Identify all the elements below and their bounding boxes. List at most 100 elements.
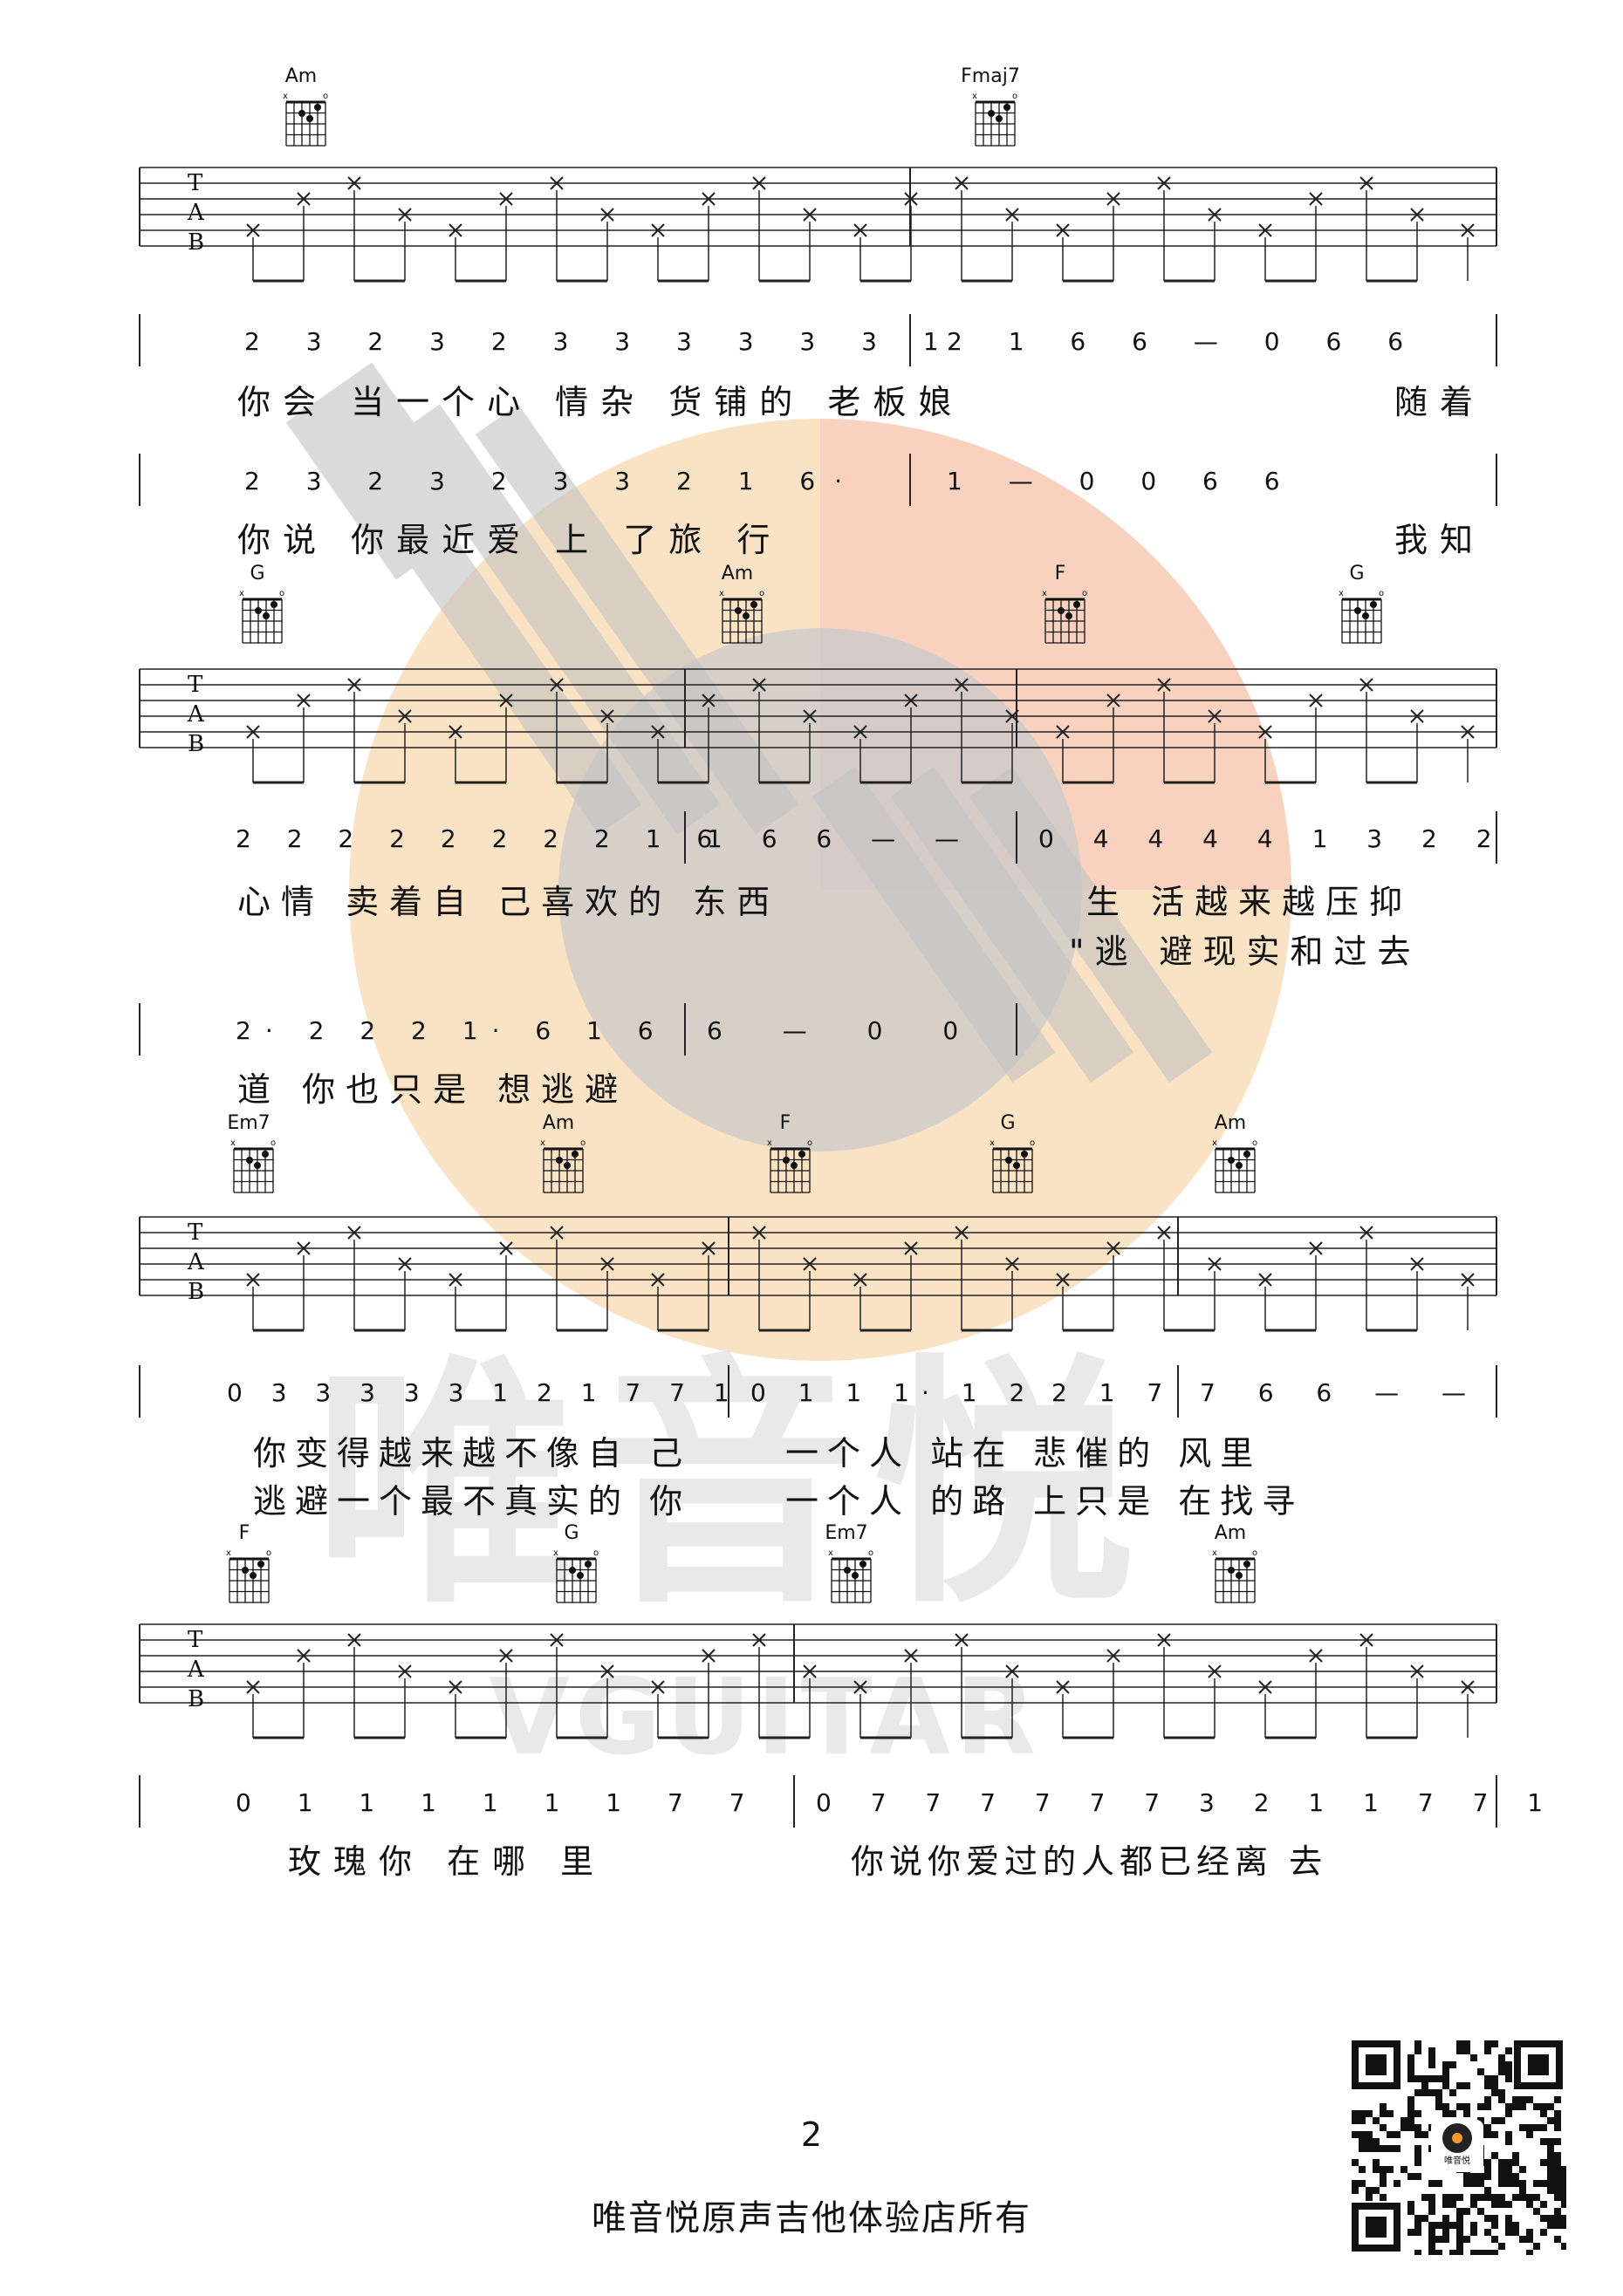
svg-text:o: o bbox=[759, 589, 764, 598]
chord-name: Em7 bbox=[825, 1522, 868, 1544]
notation-line-1b: 2 1 6 6 — 0 6 6 bbox=[947, 327, 1423, 356]
watermark-big-text: 唯音悦 bbox=[314, 1334, 1152, 1638]
svg-text:B: B bbox=[188, 1279, 204, 1305]
svg-text:T: T bbox=[188, 672, 203, 698]
svg-text:o: o bbox=[580, 1138, 586, 1148]
chord-name: Am bbox=[1214, 1522, 1247, 1544]
lyric-3d: 一个人 的路 上只是 在找寻 bbox=[785, 1482, 1305, 1520]
notation-line-4b: 0 7 7 7 7 7 7 3 2 1 1 7 7 1 bbox=[816, 1788, 1559, 1817]
svg-text:o: o bbox=[270, 1138, 276, 1148]
notation-line-1c: 2 3 2 3 2 3 3 2 1 6· bbox=[244, 467, 862, 495]
lyric-2b: 生 活越来越压抑 bbox=[1086, 883, 1414, 921]
svg-text:x: x bbox=[1212, 1138, 1217, 1148]
svg-text:T: T bbox=[188, 1220, 203, 1246]
watermark-sub-text: VGUITAR bbox=[489, 1657, 1042, 1779]
tab-staff-2 bbox=[139, 668, 1497, 748]
chord-name: F bbox=[1054, 563, 1066, 584]
svg-text:o: o bbox=[1012, 92, 1017, 101]
svg-text:o: o bbox=[1252, 1138, 1257, 1148]
notation-line-2d: 2· 2 2 2 1· 6 1 6 bbox=[236, 1016, 668, 1045]
svg-text:A: A bbox=[187, 200, 205, 226]
tab-clef-letters: TAB TAB TAB TAB bbox=[187, 170, 205, 1712]
svg-text:T: T bbox=[188, 1627, 203, 1653]
page-number: 2 bbox=[800, 2115, 823, 2154]
chord-name: Fmaj7 bbox=[961, 65, 1020, 87]
chord-name: Em7 bbox=[227, 1112, 270, 1134]
svg-text:o: o bbox=[323, 92, 328, 101]
svg-text:o: o bbox=[1252, 1548, 1257, 1558]
notation-line-1a: 2 3 2 3 2 3 3 3 3 3 3 1 bbox=[244, 327, 958, 356]
lyric-3a: 你变得越来越不像自 己 bbox=[253, 1434, 692, 1473]
svg-text:x: x bbox=[767, 1138, 772, 1148]
notation-line-3d: 7 6 6 — — bbox=[1200, 1378, 1484, 1407]
tab-x-marks bbox=[246, 176, 1475, 1739]
notation-line-3c: 2 1 7 bbox=[1051, 1378, 1175, 1407]
qr-pattern bbox=[1352, 2040, 1566, 2255]
chord-name: G bbox=[564, 1522, 579, 1544]
svg-text:o: o bbox=[266, 1548, 271, 1558]
notation-line-3a: 0 3 3 3 3 3 1 2 1 7 7 1 bbox=[227, 1378, 740, 1407]
svg-text:o: o bbox=[279, 589, 284, 598]
svg-text:x: x bbox=[239, 589, 244, 598]
svg-text:o: o bbox=[1379, 589, 1384, 598]
lyric-4a: 玫瑰你 在哪 里 bbox=[288, 1842, 606, 1881]
svg-text:x: x bbox=[990, 1138, 995, 1148]
notation-line-1d: 1 — 0 0 6 6 bbox=[947, 467, 1299, 495]
notation-line-3b: 0 1 1 1· 1 2 bbox=[750, 1378, 1037, 1407]
lyric-2d: 道 你也只是 想逃避 bbox=[237, 1070, 629, 1109]
tab-staff-4 bbox=[139, 1623, 1497, 1704]
svg-text:o: o bbox=[593, 1548, 599, 1558]
lyric-1d: 我知 bbox=[1394, 521, 1486, 559]
svg-text:B: B bbox=[188, 1686, 204, 1712]
svg-text:x: x bbox=[719, 589, 724, 598]
svg-text:x: x bbox=[1212, 1548, 1217, 1558]
qr-code[interactable]: 唯音悦 bbox=[1348, 2037, 1566, 2255]
notation-line-2e: 6 — 0 0 bbox=[707, 1016, 985, 1045]
tab-staff-1 bbox=[139, 167, 1497, 247]
chord-name: Am bbox=[542, 1112, 575, 1134]
lyric-3c: 逃避一个最不真实的 你 bbox=[253, 1482, 692, 1520]
tab-staff-3 bbox=[139, 1216, 1497, 1296]
svg-text:x: x bbox=[1339, 589, 1344, 598]
chord-name: G bbox=[250, 563, 265, 584]
svg-text:T: T bbox=[188, 170, 203, 196]
lyric-2a: 心情 卖着自 己喜欢的 东西 bbox=[237, 883, 781, 921]
notation-line-2b: 1 6 6 — — bbox=[707, 824, 976, 853]
notation-line-2a: 2 2 2 2 2 2 2 2 1 6 bbox=[236, 824, 727, 853]
lyric-1c: 你说 你最近爱 上 了旅 行 bbox=[237, 521, 783, 559]
chord-name: F bbox=[238, 1522, 250, 1544]
svg-text:o: o bbox=[1030, 1138, 1035, 1148]
notation-line-2c: 0 4 4 4 4 1 3 2 2 bbox=[1038, 824, 1508, 853]
chord-name: F bbox=[779, 1112, 791, 1134]
svg-text:o: o bbox=[868, 1548, 873, 1558]
svg-text:x: x bbox=[553, 1548, 558, 1558]
record-icon bbox=[1442, 2123, 1472, 2153]
svg-text:x: x bbox=[828, 1548, 833, 1558]
